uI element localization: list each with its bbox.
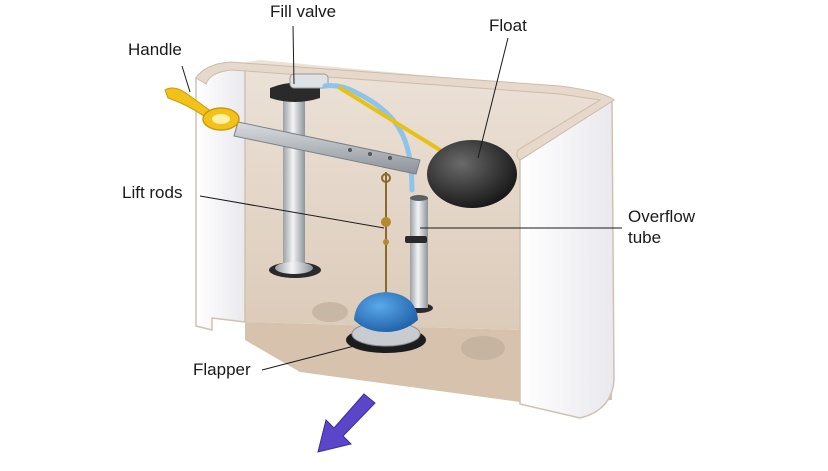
label-overflow-tube-line2: tube — [628, 228, 662, 247]
water-flow-arrow — [317, 393, 376, 453]
label-handle: Handle — [128, 40, 182, 59]
handle-icon — [164, 87, 240, 131]
label-lift-rods: Lift rods — [122, 183, 183, 202]
label-overflow-tube-line1: Overflow — [628, 207, 696, 226]
label-overflow-tube: Overflow tube — [628, 206, 695, 248]
float-ball — [427, 140, 517, 208]
flapper-icon — [346, 292, 426, 353]
label-float: Float — [489, 16, 527, 35]
handle-lever — [233, 121, 421, 175]
tank-wall — [195, 61, 615, 419]
floor-shadows — [312, 302, 505, 360]
leader-lines — [181, 25, 622, 371]
label-flapper: Flapper — [193, 360, 251, 379]
label-fill-valve: Fill valve — [270, 2, 337, 21]
lift-rods — [381, 172, 391, 292]
float-arm — [338, 86, 442, 152]
